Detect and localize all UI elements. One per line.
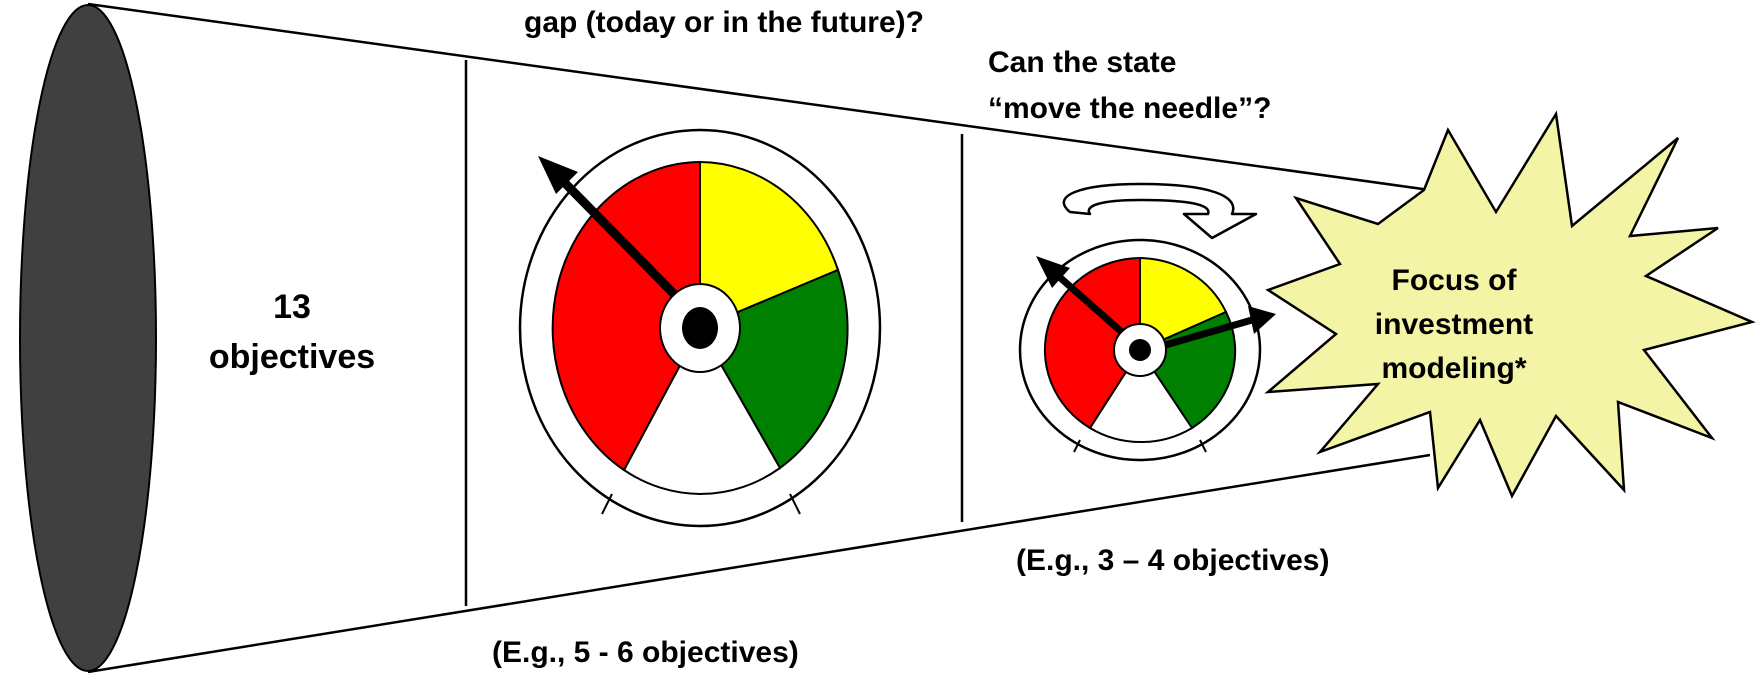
stage2-question-line2: “move the needle”? [988,92,1271,125]
focus-label-line2: investment [1375,308,1533,341]
gauge-small-needle-right [1161,316,1253,350]
stage1-question: gap (today or in the future)? [524,6,924,39]
gauge-small-segment-red [1043,256,1141,430]
gauge-large-leg-right [789,493,801,515]
stage1-caption: (E.g., 5 - 6 objectives) [492,636,799,669]
funnel-mouth-label: objectives [209,338,375,376]
funnel-top-edge [87,2,1431,192]
gauge-large-icon [518,128,882,528]
gauge-small-icon [1018,238,1276,462]
stage2-caption: (E.g., 3 – 4 objectives) [1016,544,1329,577]
funnel-mouth-count: 13 [273,288,311,326]
funnel-bottom-edge [87,453,1431,674]
gauge-small-needle-left [1053,271,1127,337]
gauge-small-hub-dot [1129,339,1151,361]
gauge-small-segment-white [1088,348,1194,444]
focus-label-line3: modeling* [1381,352,1526,385]
rotate-arrow-icon [1062,182,1258,240]
gauge-large-segment-red [551,160,701,472]
stage2-question-line1: Can the state [988,46,1176,79]
gauge-small-needle-right-head [1248,306,1276,334]
gauge-small-leg-left [1073,439,1081,453]
focus-label-line1: Focus of [1392,264,1518,297]
gauge-large-segment-white [622,325,782,495]
funnel-mouth [19,4,157,672]
gauge-small-needle-left-head [1036,256,1070,288]
gauge-small-segment-yellow [1139,256,1228,352]
gauge-large-leg-left [601,493,613,515]
focus-starburst [1264,110,1756,499]
gauge-large-needle [556,174,678,298]
gauge-small-leg-right [1199,439,1207,453]
gauge-large-needle-head [538,156,578,194]
gauge-large-hub-dot [682,307,718,349]
gauge-large-segment-yellow [699,160,840,330]
